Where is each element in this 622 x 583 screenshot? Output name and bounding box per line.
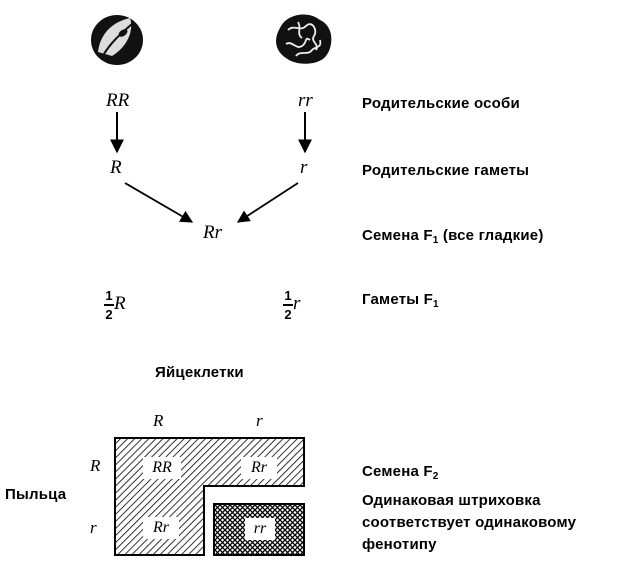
f2-seeds-label: Семена F2 <box>362 463 439 482</box>
parent-left-genotype: RR <box>106 90 130 111</box>
f1-gametes-label: Гаметы F1 <box>362 291 439 310</box>
shading-note-line-3: фенотипу <box>362 536 437 553</box>
parent-right-genotype: rr <box>298 90 313 111</box>
f1-gamete-left-allele: R <box>114 292 126 314</box>
wrinkled-pea-seed-icon <box>276 14 332 64</box>
fraction-bar <box>283 304 293 306</box>
f2-seeds-prefix: Семена F <box>362 463 433 480</box>
fraction: 1 2 <box>104 289 114 321</box>
parents-label: Родительские особи <box>362 95 520 112</box>
col-header-r: r <box>256 411 263 430</box>
f1-seeds-subscript: 1 <box>432 235 439 246</box>
f1-seeds-label: Семена F1 (все гладкие) <box>362 227 544 246</box>
punnett-cell-Rr-top: Rr <box>241 457 277 479</box>
fraction-denominator: 2 <box>105 306 113 322</box>
gamete-left-genotype: R <box>110 157 122 178</box>
shading-note-line-1: Одинаковая штриховка <box>362 492 541 509</box>
fraction-numerator: 1 <box>284 288 292 303</box>
punnett-cell-rr: rr <box>245 518 275 540</box>
eggs-label: Яйцеклетки <box>155 364 244 381</box>
smooth-pea-seed-icon <box>91 15 143 65</box>
f2-seeds-subscript: 2 <box>432 471 439 482</box>
f1-gamete-left: 1 2 R <box>104 289 126 321</box>
row-header-R: R <box>90 456 101 475</box>
f1-seeds-prefix: Семена F <box>362 227 433 244</box>
gamete-right-genotype: r <box>300 157 308 178</box>
punnett-cell-Rr-bottom: Rr <box>143 517 179 539</box>
pollen-label: Пыльца <box>5 486 67 503</box>
f1-gametes-subscript: 1 <box>432 299 439 310</box>
f1-gametes-prefix: Гаметы F <box>362 291 433 308</box>
punnett-cell-RR: RR <box>143 457 181 479</box>
arrow-right-diagonal <box>236 182 299 223</box>
fraction: 1 2 <box>283 289 293 321</box>
f1-gamete-right-allele: r <box>293 292 301 314</box>
row-header-r: r <box>90 518 97 537</box>
arrow-left-diagonal <box>124 182 194 223</box>
f1-seeds-suffix: (все гладкие) <box>438 227 544 244</box>
col-header-R: R <box>153 411 164 430</box>
fraction-bar <box>104 304 114 306</box>
shading-note-line-2: соответствует одинаковому <box>362 514 577 531</box>
fraction-numerator: 1 <box>105 288 113 303</box>
f1-genotype: Rr <box>203 222 222 243</box>
parent-gametes-label: Родительские гаметы <box>362 162 530 179</box>
f1-gamete-right: 1 2 r <box>283 289 300 321</box>
fraction-denominator: 2 <box>284 306 292 322</box>
